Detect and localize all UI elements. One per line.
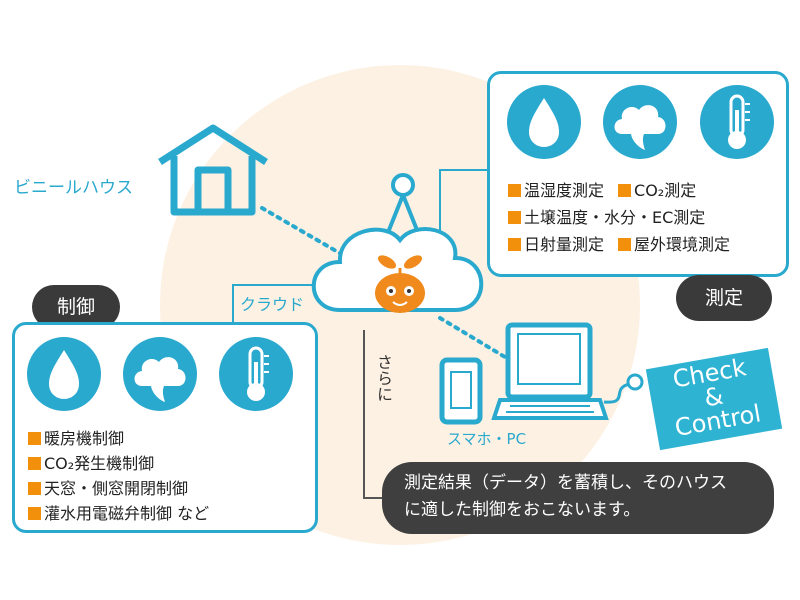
bullet-icon bbox=[28, 432, 41, 445]
measurement-title: 測定 bbox=[676, 275, 772, 321]
list-item: 日射量測定 屋外環境測定 bbox=[508, 231, 744, 258]
cloud-control-connector bbox=[232, 284, 325, 325]
cloud-label: クラウド bbox=[240, 295, 305, 314]
list-item: 暖房機制御 bbox=[28, 426, 209, 451]
bullet-icon bbox=[508, 211, 521, 224]
thermometer-icon bbox=[700, 85, 774, 159]
drop-icon bbox=[27, 337, 101, 411]
control-title: 制御 bbox=[32, 285, 120, 329]
bullet-icon bbox=[618, 184, 632, 197]
further-connector bbox=[363, 330, 382, 499]
cloud-server-icon bbox=[311, 227, 484, 312]
note-line-1: 測定結果（データ）を蓄積し、そのハウス bbox=[404, 473, 727, 493]
bullet-icon bbox=[28, 457, 41, 470]
pc-icon bbox=[491, 322, 644, 420]
cloud-icon bbox=[123, 337, 197, 411]
list-item: CO₂発生機制御 bbox=[28, 451, 209, 476]
bullet-icon bbox=[618, 238, 632, 251]
furthermore-label: さらに bbox=[374, 354, 393, 402]
measurement-list: 温湿度測定 CO₂測定 土壌温度・水分・EC測定 日射量測定 屋外環境測定 bbox=[508, 177, 744, 258]
cloud-pc-link bbox=[438, 316, 512, 362]
note-bubble: 測定結果（データ）を蓄積し、そのハウス に適した制御をおこないます。 bbox=[382, 462, 774, 534]
control-list: 暖房機制御 CO₂発生機制御 天窓・側窓開閉制御 灌水用電磁弁制御 など bbox=[28, 426, 209, 526]
bullet-icon bbox=[28, 507, 41, 520]
smartphone-icon bbox=[439, 357, 483, 425]
note-line-2: に適した制御をおこないます。 bbox=[404, 500, 641, 520]
cloud-measure-connector bbox=[439, 169, 490, 240]
thermometer-icon bbox=[219, 337, 293, 411]
list-item: 温湿度測定 CO₂測定 bbox=[508, 177, 744, 204]
bullet-icon bbox=[508, 184, 521, 197]
cloud-icon bbox=[603, 85, 677, 159]
drop-icon bbox=[507, 85, 581, 159]
bullet-icon bbox=[28, 482, 41, 495]
list-item: 灌水用電磁弁制御 など bbox=[28, 501, 209, 526]
list-item: 土壌温度・水分・EC測定 bbox=[508, 204, 744, 231]
greenhouse-label: ビニールハウス bbox=[14, 178, 133, 198]
bullet-icon bbox=[508, 238, 521, 251]
devices-label: スマホ・PC bbox=[447, 430, 527, 448]
greenhouse-icon bbox=[158, 124, 268, 216]
mascot-icon bbox=[375, 255, 425, 313]
list-item: 天窓・側窓開閉制御 bbox=[28, 476, 209, 501]
